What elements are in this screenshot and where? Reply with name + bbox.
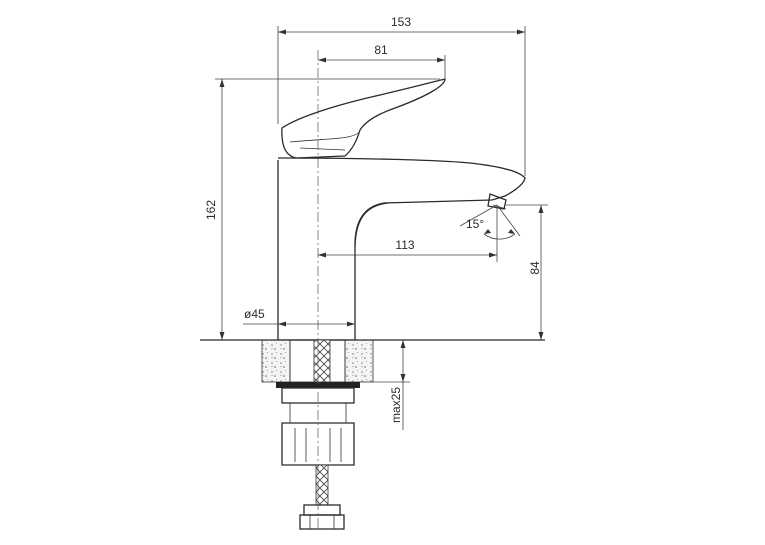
dim-label-81: 81 — [374, 43, 388, 57]
faucet-body — [277, 157, 526, 341]
dim-label-diameter-45: ø45 — [244, 307, 265, 321]
supply-hose — [299, 339, 345, 530]
dim-label-162: 162 — [204, 200, 218, 220]
dimension-overall-length: 153 — [277, 15, 526, 176]
dim-label-84: 84 — [528, 261, 542, 275]
dimension-spout-height: 84 — [506, 204, 548, 340]
faucet-handle — [281, 78, 446, 159]
dim-label-113: 113 — [395, 238, 414, 252]
dimension-spout-angle: 15° — [459, 204, 521, 240]
dim-label-max25: max25 — [389, 387, 403, 423]
countertop — [200, 339, 545, 383]
dimension-spout-reach: 113 — [318, 208, 498, 262]
dimension-handle-reach: 81 — [318, 43, 446, 78]
dimension-counter-thickness: max25 — [373, 340, 410, 430]
dim-label-153: 153 — [391, 15, 411, 29]
dimension-total-height: 162 — [204, 78, 440, 340]
dim-label-15-deg: 15° — [466, 217, 484, 231]
dimension-base-diameter: ø45 — [243, 307, 355, 327]
